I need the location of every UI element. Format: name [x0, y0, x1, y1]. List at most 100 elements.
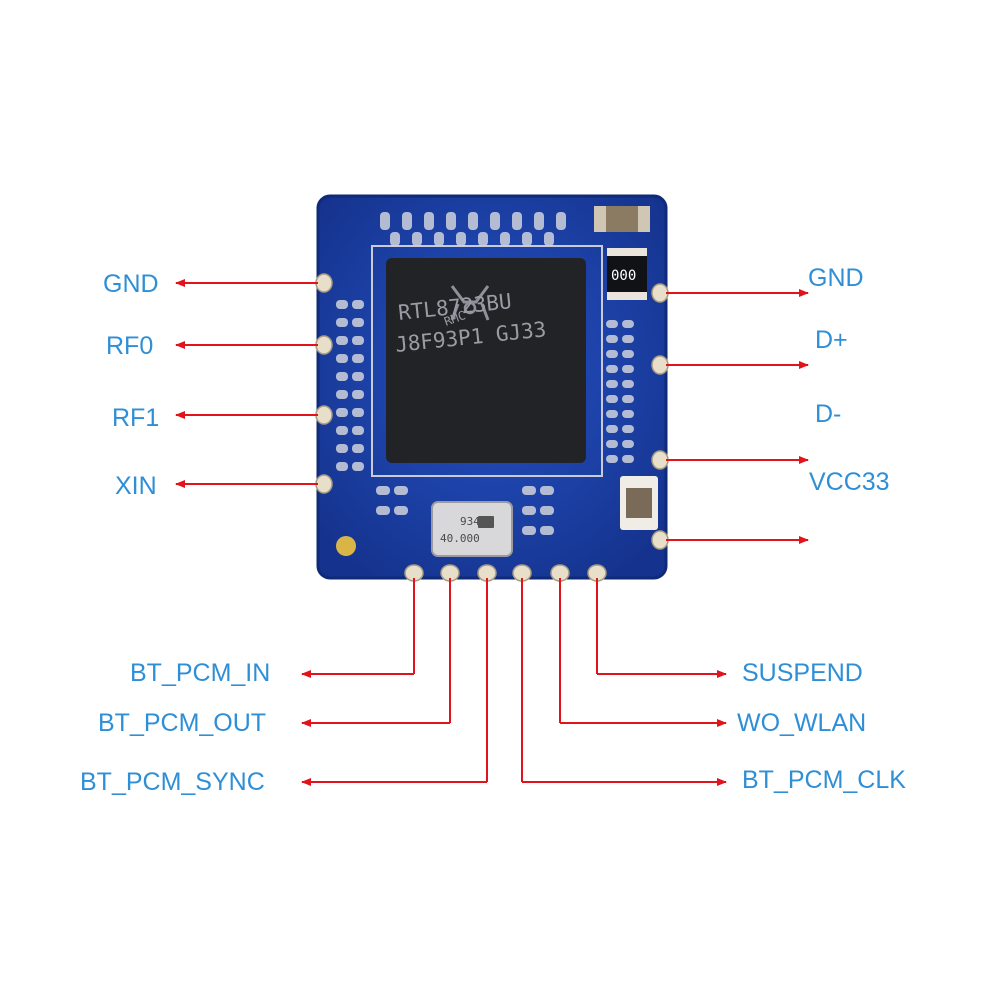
via-pad	[336, 354, 348, 363]
via-pad	[336, 318, 348, 327]
via-pad	[376, 506, 390, 515]
pin-label-bt-pcm-sync: BT_PCM_SYNC	[80, 768, 265, 796]
via-pad	[352, 408, 364, 417]
via-pad	[336, 390, 348, 399]
resistor	[607, 252, 647, 296]
pin-label-left-gnd: GND	[103, 270, 159, 298]
pin-label-left-rf1: RF1	[112, 404, 160, 432]
via-pad	[540, 486, 554, 495]
pin-label-bt-pcm-clk: BT_PCM_CLK	[742, 766, 906, 794]
edge-pad-right	[651, 450, 669, 470]
via-pad	[540, 526, 554, 535]
via-pad	[352, 318, 364, 327]
silkscreen-outline	[371, 245, 603, 477]
pin-leader-lines	[175, 279, 809, 786]
via-pad	[544, 232, 554, 246]
via-pad	[352, 336, 364, 345]
via-pad	[352, 372, 364, 381]
via-pad	[394, 486, 408, 495]
via-pad	[336, 336, 348, 345]
via-pad	[376, 486, 390, 495]
via-pad	[522, 486, 536, 495]
chip-logo-text: RMC	[442, 308, 467, 329]
via-pad	[446, 212, 456, 230]
via-pad	[380, 212, 390, 230]
crystal-frequency: 40.000	[440, 532, 480, 545]
via-clusters	[336, 212, 634, 535]
via-pad	[606, 335, 618, 343]
via-pad	[606, 395, 618, 403]
via-pad	[512, 212, 522, 230]
chip-logo: RMC	[442, 285, 490, 329]
pin-label-right-dminus: D-	[815, 400, 842, 428]
edge-pad-left	[315, 273, 333, 293]
via-pad	[336, 462, 348, 471]
pin-label-right-dplus: D+	[815, 326, 848, 354]
via-pad	[522, 526, 536, 535]
via-pad	[606, 410, 618, 418]
via-pad	[606, 455, 618, 463]
via-pad	[424, 212, 434, 230]
pin-label-left-xin: XIN	[115, 472, 157, 500]
pin-label-bt-pcm-in: BT_PCM_IN	[130, 659, 271, 687]
via-pad	[468, 212, 478, 230]
via-pad	[606, 425, 618, 433]
via-pad	[478, 232, 488, 246]
via-pad	[336, 408, 348, 417]
edge-pad-right	[651, 355, 669, 375]
crystal-mark	[478, 516, 494, 528]
via-pad	[606, 365, 618, 373]
via-pad	[556, 212, 566, 230]
via-pad	[456, 232, 466, 246]
via-pad	[434, 232, 444, 246]
pin-label-right-vcc33: VCC33	[809, 468, 890, 496]
via-pad	[336, 372, 348, 381]
via-pad	[352, 300, 364, 309]
via-pad	[500, 232, 510, 246]
via-pad	[390, 232, 400, 246]
edge-pad-right	[651, 530, 669, 550]
capacitor-end-right	[638, 206, 650, 232]
via-pad	[622, 440, 634, 448]
via-pad	[622, 335, 634, 343]
via-pad	[336, 444, 348, 453]
resistor-end-top	[607, 248, 647, 256]
via-pad	[606, 350, 618, 358]
pin-label-wo-wlan: WO_WLAN	[737, 709, 867, 737]
via-pad	[622, 320, 634, 328]
edge-pad-left	[315, 405, 333, 425]
pin-label-suspend: SUSPEND	[742, 659, 863, 687]
via-pad	[606, 440, 618, 448]
resistor-marking: 000	[611, 268, 636, 284]
edge-pad-left	[315, 474, 333, 494]
via-pad	[394, 506, 408, 515]
via-pad	[402, 212, 412, 230]
resistor-end-bottom	[607, 292, 647, 300]
via-pad	[412, 232, 422, 246]
lower-right-component-body	[626, 488, 652, 518]
crystal-oscillator	[431, 501, 513, 557]
mounting-pad	[336, 536, 356, 556]
via-pad	[622, 395, 634, 403]
capacitor-end-left	[594, 206, 606, 232]
via-pad	[352, 462, 364, 471]
via-pad	[522, 506, 536, 515]
edge-pad-left	[315, 335, 333, 355]
via-pad	[622, 350, 634, 358]
pin-label-bt-pcm-out: BT_PCM_OUT	[98, 709, 267, 737]
edge-pad-right	[651, 283, 669, 303]
via-pad	[352, 426, 364, 435]
via-pad	[490, 212, 500, 230]
chip-body	[386, 258, 586, 463]
via-pad	[622, 455, 634, 463]
capacitor	[594, 206, 650, 232]
via-pad	[622, 410, 634, 418]
via-pad	[606, 320, 618, 328]
via-pad	[336, 300, 348, 309]
edge-pads	[315, 273, 669, 582]
via-pad	[336, 426, 348, 435]
via-pad	[534, 212, 544, 230]
via-pad	[622, 425, 634, 433]
via-pad	[622, 380, 634, 388]
